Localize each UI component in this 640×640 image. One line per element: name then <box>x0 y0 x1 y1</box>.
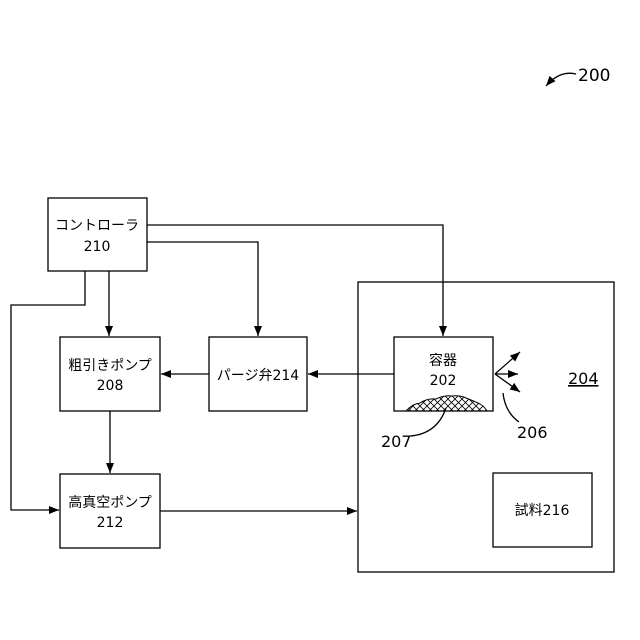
controller-name: コントローラ <box>55 218 139 234</box>
roughing-pump-number: 208 <box>97 378 124 394</box>
roughing-pump-block: 粗引きポンプ 208 <box>60 337 160 411</box>
sample-label: 試料216 <box>515 503 570 519</box>
controller-block: コントローラ 210 <box>48 198 147 271</box>
purge-valve-label: パージ弁214 <box>217 368 300 384</box>
callout-leader-207 <box>410 408 446 436</box>
callout-207: 207 <box>381 432 412 451</box>
purge-valve-block: パージ弁214 <box>209 337 307 411</box>
high-vacuum-pump-number: 212 <box>97 515 124 531</box>
callout-206: 206 <box>517 423 548 442</box>
emission-arrow-down <box>495 374 520 392</box>
high-vacuum-pump-block: 高真空ポンプ 212 <box>60 474 160 548</box>
callout-leader-206 <box>503 393 519 422</box>
line-controller-to-purge-valve <box>147 242 258 336</box>
container-block: 容器 202 <box>394 337 493 411</box>
figure-ref-arrow <box>546 73 576 86</box>
chamber-number: 204 <box>568 369 599 388</box>
container-name: 容器 <box>429 352 457 369</box>
container-number: 202 <box>430 373 457 389</box>
figure-ref-label: 200 <box>578 66 610 86</box>
high-vacuum-pump-name: 高真空ポンプ <box>68 494 152 511</box>
sample-block: 試料216 <box>493 473 592 547</box>
roughing-pump-name: 粗引きポンプ <box>68 358 152 374</box>
emission-arrow-up <box>495 352 520 374</box>
controller-number: 210 <box>84 239 111 255</box>
